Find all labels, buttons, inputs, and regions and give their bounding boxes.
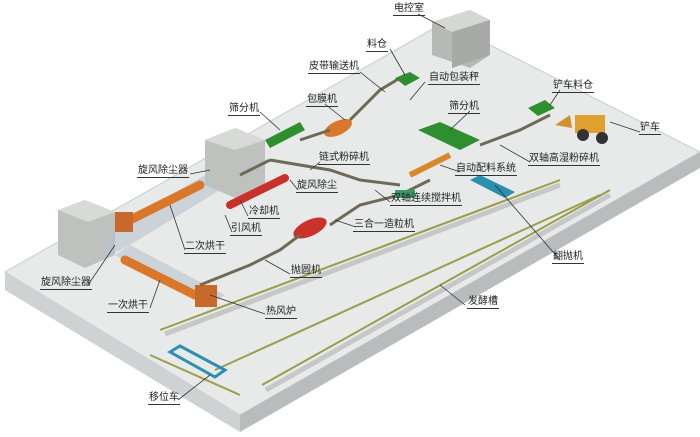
building-left: [58, 200, 115, 268]
label-induced-fan: 引风机: [230, 223, 262, 236]
label-rounding-machine: 抛圆机: [290, 265, 322, 278]
label-cyclone-dust: 旋风除尘: [296, 180, 338, 193]
floor-slab-left-side: [5, 272, 240, 432]
first-dryer-drum: [120, 255, 200, 300]
label-granulator: 三合一造粒机: [353, 219, 415, 232]
label-cyclone-2: 旋风除尘器: [40, 277, 92, 290]
label-hot-air-furnace: 热风炉: [265, 306, 297, 319]
label-loader: 铲车: [639, 122, 661, 135]
label-silo: 料仓: [366, 39, 388, 52]
conveyors: [199, 73, 551, 287]
label-first-dryer: 一次烘干: [107, 300, 149, 313]
label-cooler: 冷却机: [248, 206, 280, 219]
cooler-drum: [226, 174, 289, 209]
screener-1-unit: [265, 122, 305, 148]
label-dual-shaft-mixer: 双轴连续搅拌机: [390, 193, 462, 206]
floor-slab-right-side: [240, 152, 700, 432]
label-auto-packing-scale: 自动包装秤: [428, 72, 480, 85]
fermentation-troughs: [149, 179, 611, 396]
label-belt-conveyor: 皮带输送机: [308, 61, 360, 74]
label-cyclone-1: 旋风除尘器: [137, 165, 189, 178]
label-chain-crusher: 链式粉碎机: [318, 152, 370, 165]
building-middle: [205, 128, 265, 198]
hot-air-furnace-unit: [195, 285, 217, 307]
label-coating-machine: 包膜机: [306, 94, 338, 107]
label-screener-1: 筛分机: [228, 103, 260, 116]
loader-vehicle: [555, 115, 608, 144]
label-second-dryer: 二次烘干: [184, 241, 226, 254]
silo-unit: [395, 72, 420, 86]
label-transfer-car: 移位车: [148, 392, 180, 405]
control-room-building: [432, 10, 490, 68]
label-auto-batching: 自动配料系统: [455, 163, 517, 176]
loader-silo-unit: [528, 100, 555, 116]
coating-drum: [324, 119, 352, 137]
label-screener-2: 筛分机: [448, 101, 480, 114]
label-fermentation-tank: 发酵槽: [467, 296, 499, 309]
label-control-room: 电控室: [393, 3, 425, 16]
label-loader-silo: 铲车料仓: [552, 80, 594, 93]
second-dryer-drum: [115, 180, 205, 230]
label-dual-shaft-crusher: 双轴高湿粉碎机: [528, 153, 600, 166]
granulator-drum: [293, 217, 327, 239]
turner-unit: [470, 175, 515, 198]
transfer-car-unit: [167, 344, 228, 379]
label-turner: 翻抛机: [552, 251, 584, 264]
screener-2-unit: [418, 122, 480, 150]
leader-lines: [87, 13, 641, 401]
auto-batching-unit: [408, 152, 452, 178]
